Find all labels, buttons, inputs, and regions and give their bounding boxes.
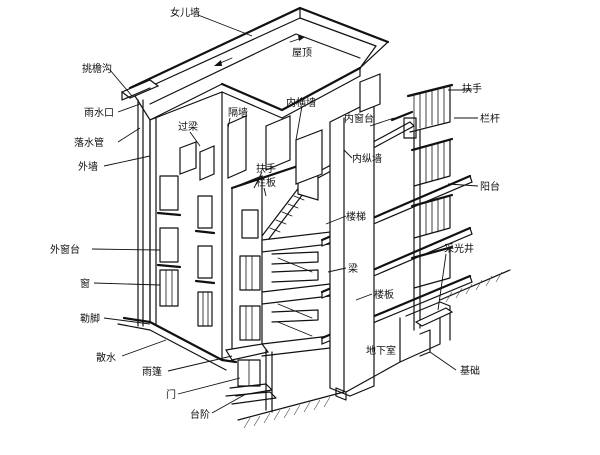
label-exterior-wall: 外墙 — [78, 160, 98, 173]
roof-slab — [129, 7, 390, 121]
label-downpipe: 落水管 — [74, 136, 104, 149]
label-partition: 隔墙 — [228, 106, 248, 119]
label-apron: 散水 — [96, 351, 116, 364]
entrance — [225, 343, 277, 413]
labels: 女儿墙 挑檐沟 雨水口 落水管 外墙 外窗台 窗 勒脚 散水 雨篷 门 台阶 屋… — [50, 6, 500, 421]
label-balustrade: 栏板 — [256, 176, 276, 189]
roof-structure — [120, 6, 390, 121]
label-steps: 台阶 — [190, 408, 210, 421]
label-lintel: 过梁 — [178, 120, 198, 133]
label-basement: 地下室 — [366, 344, 396, 357]
balcony-4 — [410, 245, 454, 289]
label-rain-outlet: 雨水口 — [84, 107, 114, 119]
stair-wall — [231, 175, 263, 361]
label-plinth: 勒脚 — [80, 312, 100, 325]
label-canopy: 雨篷 — [142, 365, 162, 378]
foundation — [335, 387, 347, 401]
left-facade — [117, 91, 247, 371]
basement — [237, 269, 511, 429]
label-parapet: 女儿墙 — [170, 6, 200, 19]
label-balcony: 阳台 — [480, 180, 500, 193]
label-beam: 梁 — [348, 262, 358, 275]
balconies — [406, 83, 454, 331]
interior-walls — [265, 73, 417, 397]
stair-block — [230, 164, 331, 361]
light-well — [414, 307, 454, 327]
label-floor-slab: 楼板 — [374, 288, 394, 301]
label-railing: 栏杆 — [480, 112, 500, 125]
label-inner-sill: 内窗台 — [344, 112, 374, 125]
gutter — [120, 79, 160, 99]
top-railing — [406, 83, 454, 133]
label-foundation: 基础 — [460, 364, 480, 377]
facade-windows — [156, 175, 216, 327]
label-stair: 楼梯 — [346, 210, 366, 223]
label-door: 门 — [166, 388, 176, 401]
ground-hatch-bottom — [237, 391, 345, 429]
label-handrail-top: 扶手 — [462, 82, 482, 95]
ground-hatch-right — [439, 269, 511, 303]
label-gutter: 挑檐沟 — [82, 62, 112, 75]
balcony-2 — [410, 137, 454, 187]
inner-window-sill — [390, 110, 414, 122]
label-window-sill: 外窗台 — [50, 243, 80, 256]
leader-lines — [91, 14, 479, 414]
label-window: 窗 — [80, 277, 90, 290]
inner-cross-wall — [359, 73, 381, 113]
label-roof: 屋顶 — [292, 47, 312, 59]
label-inner-long-wall: 内纵墙 — [352, 152, 382, 165]
label-light-well: 采光井 — [444, 242, 474, 255]
label-stair-handrail: 扶手 — [256, 162, 276, 175]
partition-wall — [179, 141, 197, 175]
stair-flights — [261, 185, 331, 357]
label-inner-cross-wall: 内横墙 — [286, 96, 316, 109]
